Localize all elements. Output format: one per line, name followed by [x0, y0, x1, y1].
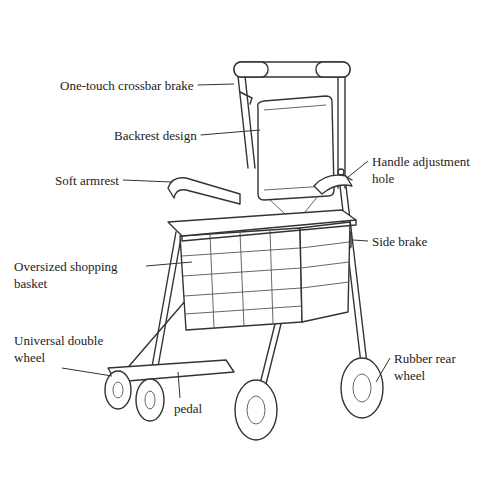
- handle-upright: [245, 76, 255, 168]
- basket-wire: [301, 242, 349, 288]
- wheel-hub: [113, 382, 123, 398]
- front-leg: [150, 232, 176, 378]
- brake-lever: [240, 92, 252, 104]
- leader-line: [123, 180, 172, 182]
- adjustment-hole: [338, 169, 344, 175]
- part-label: pedal: [174, 400, 202, 417]
- leader-line: [353, 240, 368, 241]
- part-label: Handle adjustment hole: [372, 153, 494, 187]
- basket-side: [300, 222, 350, 322]
- front-leg: [124, 300, 186, 372]
- seat-edge: [182, 220, 356, 241]
- leader-lines: [62, 84, 390, 398]
- part-label: Soft armrest: [55, 172, 119, 189]
- backrest-strap: [270, 196, 318, 214]
- leader-line: [201, 130, 260, 135]
- part-label: Universal double wheel: [14, 332, 124, 366]
- wheel-hub: [353, 374, 371, 402]
- part-label: Side brake: [372, 233, 427, 250]
- front-wheel: [136, 379, 164, 421]
- leader-line: [376, 358, 390, 382]
- backrest-seam: [264, 105, 326, 190]
- rear-wheel: [341, 358, 383, 418]
- basket-bar: [210, 230, 273, 328]
- front-wheel: [105, 371, 131, 409]
- front-leg: [156, 232, 182, 378]
- armrest: [314, 175, 352, 194]
- leader-line: [62, 368, 112, 376]
- part-label: One-touch crossbar brake: [60, 77, 194, 94]
- rear-wheel: [235, 380, 277, 440]
- part-label: Backrest design: [114, 127, 197, 144]
- armrest: [168, 178, 240, 204]
- leader-line: [178, 372, 180, 398]
- part-label: Oversized shopping basket: [14, 258, 142, 292]
- basket-front: [180, 228, 302, 330]
- handle-bar: [234, 62, 350, 77]
- leader-line: [146, 262, 192, 266]
- wheel-hub: [247, 396, 265, 424]
- leader-line: [347, 161, 368, 178]
- leader-line: [198, 84, 234, 85]
- part-label: Rubber rear wheel: [394, 350, 484, 384]
- handle-grip: [234, 62, 268, 77]
- wheel-hub: [145, 391, 155, 409]
- handle-grip: [316, 62, 350, 77]
- seat: [168, 210, 356, 236]
